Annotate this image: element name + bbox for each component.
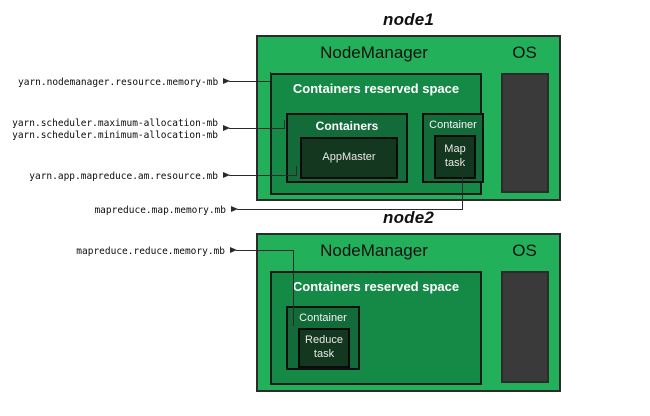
node1-container-group-label: Container xyxy=(429,119,477,131)
node1-appmaster-label: AppMaster xyxy=(322,151,376,164)
node2-box: NodeManager OS Containers reserved space… xyxy=(256,233,561,392)
connector-mapreduce-reduce-memory-mb-h xyxy=(236,250,294,251)
connector-scheduler-allocation-mb-h xyxy=(229,128,285,129)
node2-title: node2 xyxy=(383,208,435,227)
annotation-mapreduce-map-memory-mb: mapreduce.map.memory.mb xyxy=(94,205,226,216)
annotation-scheduler-maximum-allocation-mb: yarn.scheduler.maximum-allocation-mb xyxy=(12,118,218,129)
node2-nodemanager-heading: NodeManager xyxy=(320,241,428,260)
node2-container-group-label: Container xyxy=(299,312,347,324)
node1-map-task: Map task xyxy=(434,135,476,179)
node1-appmaster-task: AppMaster xyxy=(300,137,398,179)
annotation-scheduler-minimum-allocation-mb: yarn.scheduler.minimum-allocation-mb xyxy=(12,130,218,141)
node1-containers-group-label: Containers xyxy=(315,119,379,133)
connector-mapreduce-map-memory-mb-h xyxy=(237,209,463,210)
node2-os-heading: OS xyxy=(512,241,537,260)
annotation-nodemanager-resource-memory-mb: yarn.nodemanager.resource.memory-mb xyxy=(18,77,219,88)
node1-map-task-line2: task xyxy=(444,157,466,169)
node1-title: node1 xyxy=(383,10,435,29)
connector-mapreduce-map-memory-mb-v xyxy=(462,163,463,210)
annotation-mapreduce-reduce-memory-mb: mapreduce.reduce.memory.mb xyxy=(76,246,225,257)
node2-reserved-space-label: Containers reserved space xyxy=(292,279,460,294)
connector-nodemanager-resource-memory-mb-v xyxy=(270,72,271,82)
node1-map-task-line1: Map xyxy=(444,143,466,156)
node1-containers-group: Containers AppMaster xyxy=(286,113,408,183)
connector-mapreduce-reduce-memory-mb-v xyxy=(293,250,294,326)
node2-reduce-task-line1: Reduce xyxy=(305,334,343,347)
connector-app-mapreduce-am-resource-mb-v xyxy=(296,166,297,176)
node1-os-slab xyxy=(501,73,549,193)
node2-reduce-task-line2: task xyxy=(313,348,335,360)
connector-app-mapreduce-am-resource-mb-h xyxy=(229,175,297,176)
node2-reduce-task: Reduce task xyxy=(298,328,350,368)
node1-os-heading: OS xyxy=(512,43,537,62)
node2-reserved-space: Containers reserved space Container Redu… xyxy=(270,271,482,385)
connector-scheduler-allocation-mb-v xyxy=(284,120,285,129)
connector-nodemanager-resource-memory-mb-h xyxy=(229,81,271,82)
node1-reserved-space: Containers reserved space Containers App… xyxy=(270,73,484,195)
annotation-app-mapreduce-am-resource-mb: yarn.app.mapreduce.am.resource.mb xyxy=(29,171,218,182)
node1-box: NodeManager OS Containers reserved space… xyxy=(256,35,561,201)
node2-container-group: Container Reduce task xyxy=(286,306,360,370)
node2-os-slab xyxy=(501,271,549,383)
node1-reserved-space-label: Containers reserved space xyxy=(292,81,460,96)
node1-nodemanager-heading: NodeManager xyxy=(320,43,428,62)
node1-container-group: Container Map task xyxy=(422,113,484,183)
